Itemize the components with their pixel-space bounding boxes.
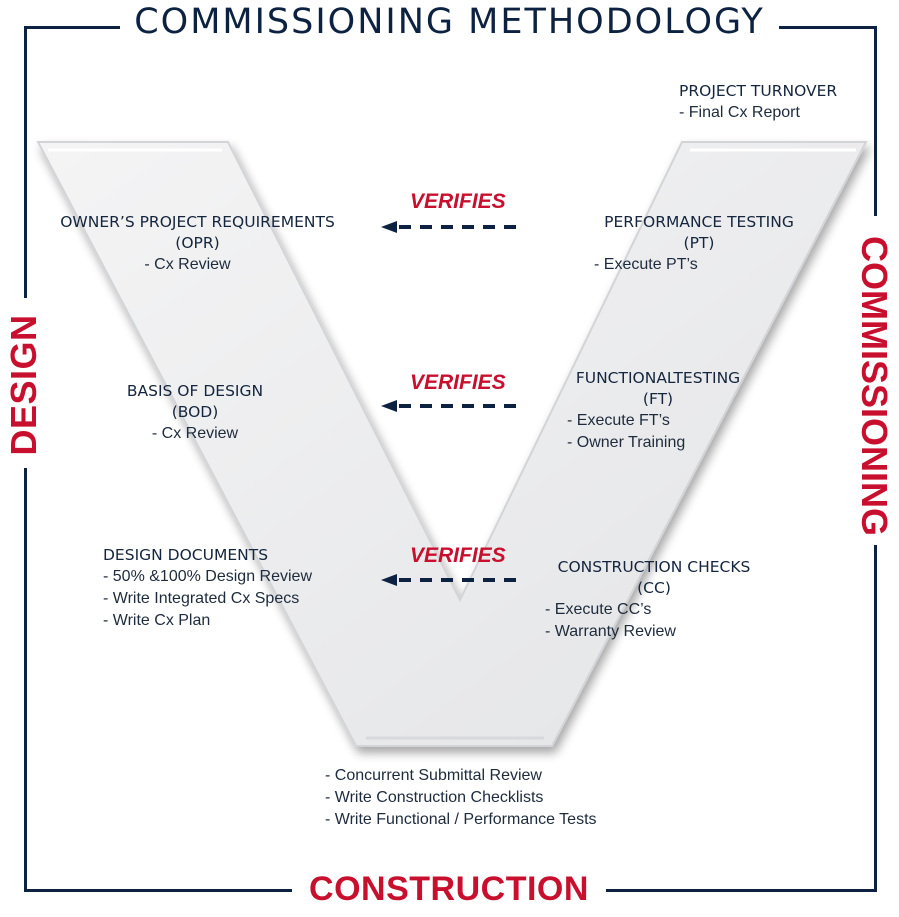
project-turnover-heading: PROJECT TURNOVER: [679, 82, 838, 100]
cc-item: - Warranty Review: [545, 623, 676, 640]
design-documents-item: - Write Integrated Cx Specs: [103, 590, 300, 607]
construction-task-item: - Concurrent Submittal Review: [325, 767, 542, 784]
construction-tasks-block: - Concurrent Submittal Review - Write Co…: [325, 765, 597, 831]
page-title: COMMISSIONING METHODOLOGY: [0, 2, 899, 42]
cc-code: (CC): [637, 579, 671, 597]
ft-item: - Owner Training: [567, 434, 686, 451]
ft-code: (FT): [642, 390, 674, 408]
verifies-label: VERIFIES: [410, 544, 506, 567]
commissioning-label: COMMISSIONING: [853, 231, 895, 541]
pt-code: (PT): [683, 234, 715, 252]
ft-heading: FUNCTIONALTESTING: [575, 369, 741, 387]
design-documents-item: - 50% &100% Design Review: [103, 568, 312, 585]
verifies-arrow: [381, 574, 523, 586]
pt-heading: PERFORMANCE TESTING: [604, 213, 794, 231]
construction-label: CONSTRUCTION: [299, 870, 599, 909]
verifies-arrow: [381, 400, 523, 412]
bod-heading: BASIS OF DESIGN: [126, 382, 264, 400]
bod-code: (BOD): [171, 403, 219, 421]
opr-block: OWNER’S PROJECT REQUIREMENTS (OPR) - Cx …: [45, 212, 350, 276]
frame-bottom-right: [606, 889, 877, 892]
frame-right-lower: [874, 545, 877, 892]
design-documents-heading: DESIGN DOCUMENTS: [103, 546, 269, 564]
cc-item: - Execute CC’s: [545, 601, 652, 618]
verifies-arrow: [381, 221, 523, 233]
project-turnover-block: PROJECT TURNOVER - Final Cx Report: [679, 81, 837, 124]
pt-item: - Execute PT’s: [594, 256, 698, 273]
project-turnover-item: - Final Cx Report: [679, 104, 800, 121]
construction-task-item: - Write Construction Checklists: [325, 789, 544, 806]
frame-left-lower: [24, 468, 27, 892]
frame-bottom-left: [24, 889, 292, 892]
bod-block: BASIS OF DESIGN (BOD) - Cx Review: [100, 381, 290, 445]
pt-block: PERFORMANCE TESTING (PT) - Execute PT’s: [594, 212, 804, 276]
frame-right-upper: [874, 26, 877, 216]
frame-left-upper: [24, 26, 27, 298]
construction-task-item: - Write Functional / Performance Tests: [325, 811, 597, 828]
ft-block: FUNCTIONALTESTING (FT) - Execute FT’s - …: [567, 368, 749, 454]
frame-top-right: [776, 26, 877, 29]
frame-top-left: [24, 26, 132, 29]
design-documents-block: DESIGN DOCUMENTS - 50% &100% Design Revi…: [103, 545, 312, 632]
verifies-label: VERIFIES: [410, 190, 506, 213]
opr-code: (OPR): [175, 234, 220, 252]
design-documents-item: - Write Cx Plan: [103, 612, 211, 629]
opr-heading: OWNER’S PROJECT REQUIREMENTS: [60, 213, 335, 231]
ft-item: - Execute FT’s: [567, 412, 670, 429]
design-label: DESIGN: [3, 310, 45, 460]
cc-block: CONSTRUCTION CHECKS (CC) - Execute CC’s …: [545, 557, 763, 643]
bod-item: - Cx Review: [151, 425, 239, 442]
opr-item: - Cx Review: [144, 256, 231, 273]
verifies-label: VERIFIES: [410, 371, 506, 394]
cc-heading: CONSTRUCTION CHECKS: [557, 558, 751, 576]
